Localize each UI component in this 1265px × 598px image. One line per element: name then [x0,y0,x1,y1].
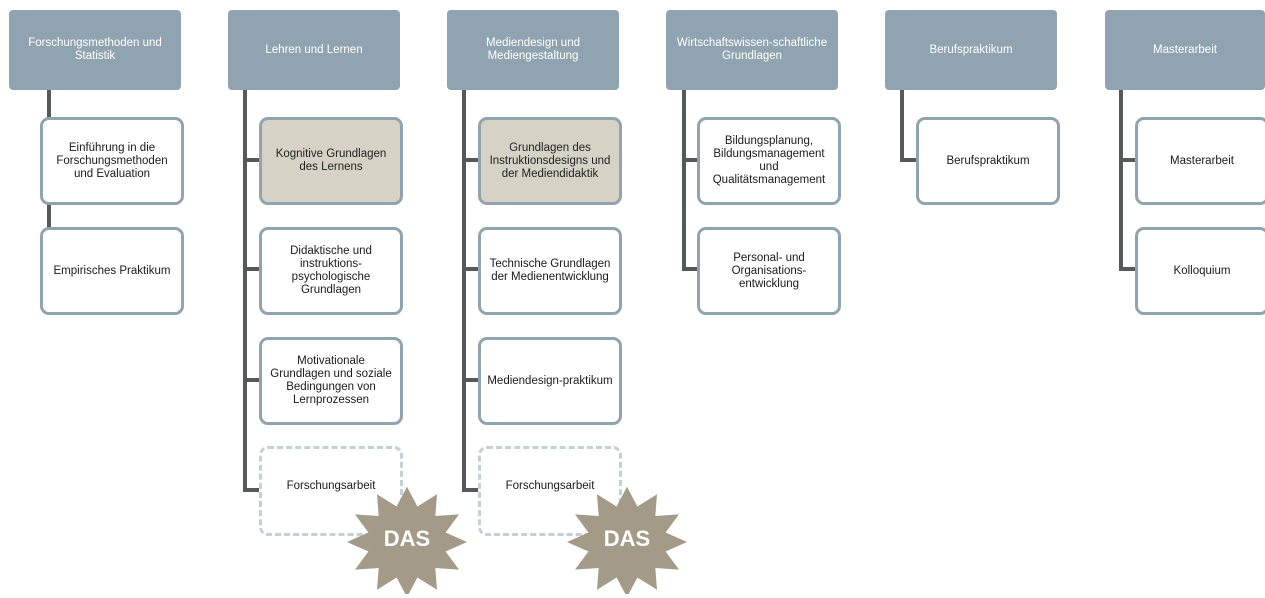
connector [900,158,917,162]
connector [1119,267,1136,271]
module-label: Berufspraktikum [946,154,1030,167]
connector [243,90,247,492]
connector [1119,90,1123,271]
connector [243,267,260,271]
column-header-forschungsmethoden: Forschungsmethoden und Statistik [9,10,181,90]
connector [682,90,686,271]
connector [243,158,260,162]
starburst-shape [347,486,467,594]
module-card: Technische Grundlagen der Medienentwickl… [478,227,622,315]
badge-label: DAS [603,526,651,551]
module-label: Personal- und Organisations-entwicklung [731,251,807,290]
column-header-berufspraktikum: Berufspraktikum [885,10,1057,90]
header-label: Mediendesign und Mediengestaltung [486,37,580,62]
connector [1119,158,1136,162]
module-label: Forschungsarbeit [505,479,595,492]
starburst-shape [567,486,687,594]
module-card: Didaktische und instruktions-psychologis… [259,227,403,315]
module-label: Kognitive Grundlagen des Lernens [275,148,387,173]
connector [243,488,260,492]
module-label: Masterarbeit [1170,154,1234,167]
module-card: Berufspraktikum [916,117,1060,205]
connector [682,267,699,271]
module-label: Didaktische und instruktions-psychologis… [290,245,372,296]
header-label: Forschungsmethoden und Statistik [28,37,162,62]
module-label: Grundlagen des Instruktionsdesigns und d… [489,141,611,180]
module-card: Masterarbeit [1135,117,1265,205]
module-label: Forschungsarbeit [286,479,376,492]
connector [462,267,479,271]
module-label: Mediendesign-praktikum [487,374,613,387]
column-header-lehren-und-lernen: Lehren und Lernen [228,10,400,90]
module-label: Motivationale Grundlagen und soziale Bed… [270,355,392,406]
connector [682,158,699,162]
header-label: Lehren und Lernen [265,43,363,56]
module-label: Kolloquium [1173,264,1231,277]
das-badge-star: DAS [565,484,689,594]
module-card-highlighted: Grundlagen des Instruktionsdesigns und d… [478,117,622,205]
module-card: Empirisches Praktikum [40,227,184,315]
module-label: Technische Grundlagen der Medienentwickl… [489,258,611,283]
column-header-mediendesign: Mediendesign und Mediengestaltung [447,10,619,90]
badge-label: DAS [383,526,431,551]
connector [462,378,479,382]
module-card-highlighted: Kognitive Grundlagen des Lernens [259,117,403,205]
module-card: Bildungsplanung, Bildungsmanagement und … [697,117,841,205]
module-card: Motivationale Grundlagen und soziale Bed… [259,337,403,425]
module-card: Personal- und Organisations-entwicklung [697,227,841,315]
module-label: Bildungsplanung, Bildungsmanagement und … [712,135,826,186]
column-header-masterarbeit: Masterarbeit [1105,10,1265,90]
module-label: Empirisches Praktikum [53,264,171,277]
header-label: Berufspraktikum [929,43,1013,56]
module-label: Einführung in die Forschungsmethoden und… [56,141,168,180]
header-label: Masterarbeit [1153,43,1217,56]
connector [462,488,479,492]
connector [462,158,479,162]
module-card: Mediendesign-praktikum [478,337,622,425]
header-label: Wirtschaftswissen-schaftliche Grundlagen [676,37,828,62]
connector [462,90,466,492]
module-card: Kolloquium [1135,227,1265,315]
das-badge-star: DAS [345,484,469,594]
connector [243,378,260,382]
column-header-wirtschaftswissenschaftliche-grundlagen: Wirtschaftswissen-schaftliche Grundlagen [666,10,838,90]
module-card: Einführung in die Forschungsmethoden und… [40,117,184,205]
connector [900,90,904,162]
